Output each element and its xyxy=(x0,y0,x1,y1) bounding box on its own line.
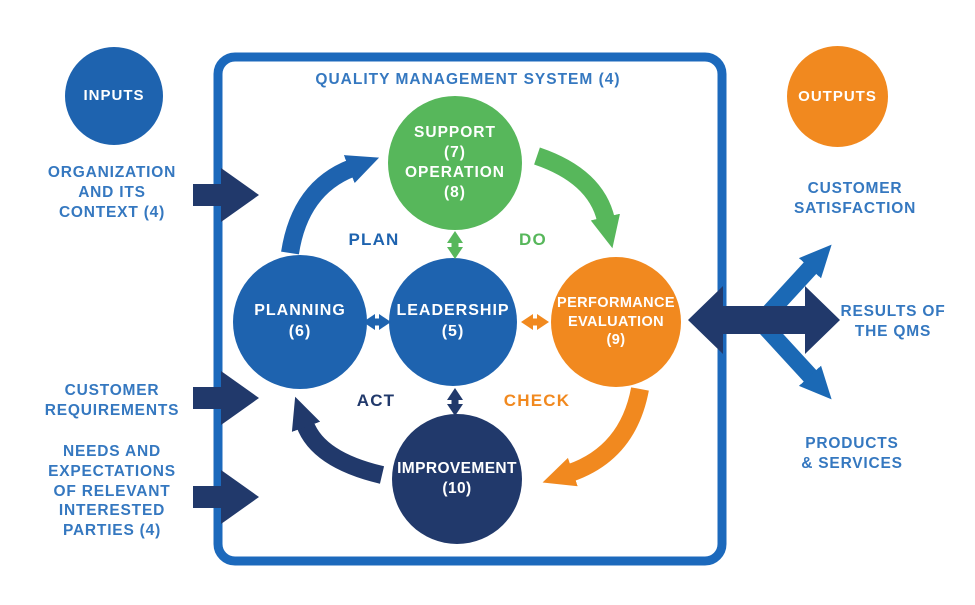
input-arrow-needs-expectations-icon xyxy=(193,470,259,524)
performance-evaluation-circle: PERFORMANCE EVALUATION (9) xyxy=(551,257,681,387)
inputs-circle: INPUTS xyxy=(65,47,163,145)
input-label-needs-expectations: NEEDS AND EXPECTATIONS OF RELEVANT INTER… xyxy=(48,443,176,540)
planning-label: PLANNING (6) xyxy=(254,302,346,340)
phase-do-label: DO xyxy=(519,230,547,249)
input-arrow-customer-requirements-icon xyxy=(193,371,259,425)
qms-title: QUALITY MANAGEMENT SYSTEM (4) xyxy=(315,71,621,88)
improvement-circle: IMPROVEMENT (10) xyxy=(392,414,522,544)
do-cycle-arrow-icon xyxy=(533,147,620,249)
planning-circle: PLANNING (6) xyxy=(233,255,367,389)
input-label-organization-context: ORGANIZATION AND ITS CONTEXT (4) xyxy=(47,164,177,221)
outputs-circle: OUTPUTS xyxy=(787,46,888,147)
outputs-circle-label: OUTPUTS xyxy=(798,87,877,105)
input-label-customer-requirements: CUSTOMER REQUIREMENTS xyxy=(44,382,180,419)
act-cycle-arrow-icon xyxy=(291,396,385,484)
phase-plan-label: PLAN xyxy=(348,230,400,249)
support-operation-circle: SUPPORT (7) OPERATION (8) xyxy=(388,96,522,230)
input-arrow-organization-icon xyxy=(193,168,259,222)
inputs-circle-label: INPUTS xyxy=(83,87,145,105)
phase-act-label: ACT xyxy=(356,391,396,410)
improvement-label: IMPROVEMENT (10) xyxy=(397,459,517,497)
support-operation-label: SUPPORT (7) OPERATION (8) xyxy=(405,123,505,202)
performance-evaluation-label: PERFORMANCE EVALUATION (9) xyxy=(557,294,675,349)
leadership-circle: LEADERSHIP (5) xyxy=(389,258,517,386)
output-arrow-products-services-icon xyxy=(749,311,832,400)
output-label-customer-satisfaction: CUSTOMER SATISFACTION xyxy=(793,180,917,217)
phase-check-label: CHECK xyxy=(503,391,571,410)
output-label-products-services: PRODUCTS & SERVICES xyxy=(801,435,903,472)
check-cycle-arrow-icon xyxy=(542,387,649,487)
output-label-results-of-qms: RESULTS OF THE QMS xyxy=(840,303,946,340)
leadership-label: LEADERSHIP (5) xyxy=(396,302,510,340)
output-arrow-customer-satisfaction-icon xyxy=(749,244,832,333)
